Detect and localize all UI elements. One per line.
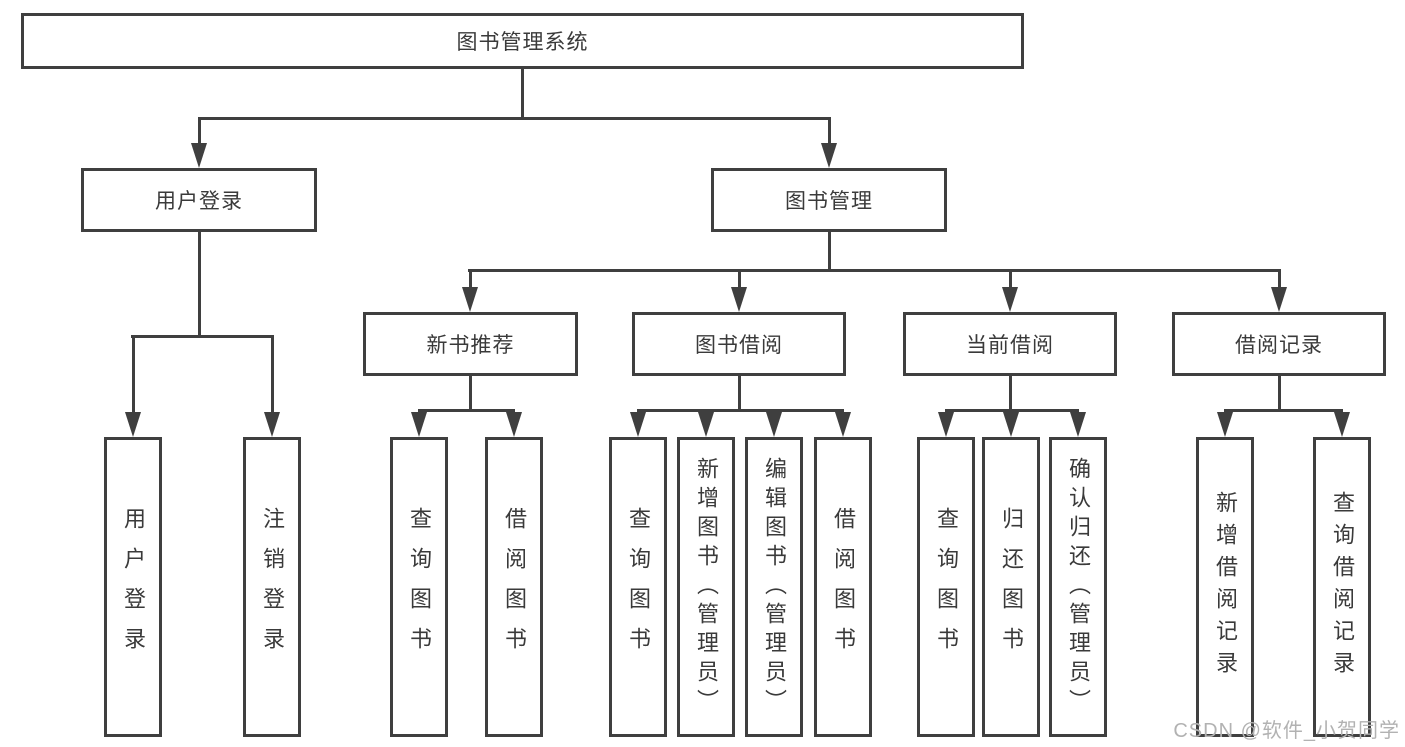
arrowhead-down-icon [766, 412, 782, 437]
arrowhead-down-icon [1070, 412, 1086, 437]
connector-line [520, 69, 524, 120]
connector-line [1008, 376, 1012, 412]
node-borrow-record: 借阅记录 [1172, 312, 1386, 376]
connector-line [945, 408, 1079, 412]
arrowhead-down-icon [264, 412, 280, 437]
leaf-query-books-recommend: 查询图书 [390, 437, 448, 737]
connector-line [197, 232, 201, 338]
leaf-label: 借阅图书 [831, 507, 856, 667]
connector-line [418, 408, 515, 412]
connector-line [197, 118, 201, 146]
arrowhead-down-icon [1334, 412, 1350, 437]
connector-line [637, 408, 844, 412]
leaf-query-books-current: 查询图书 [917, 437, 975, 737]
connector-line [827, 232, 831, 272]
leaf-label: 查询图书 [934, 507, 959, 667]
leaf-borrow-books-borrow: 借阅图书 [814, 437, 872, 737]
arrowhead-down-icon [1003, 412, 1019, 437]
arrowhead-down-icon [821, 143, 837, 168]
leaf-label: 归还图书 [999, 507, 1024, 667]
leaf-confirm-return-admin: 确认归还（管理员） [1049, 437, 1107, 737]
arrowhead-down-icon [506, 412, 522, 437]
node-label: 图书管理系统 [456, 31, 589, 54]
connector-line [131, 336, 135, 414]
arrowhead-down-icon [1002, 287, 1018, 312]
arrowhead-down-icon [630, 412, 646, 437]
leaf-user-login: 用户登录 [104, 437, 162, 737]
node-book-management: 图书管理 [711, 168, 947, 232]
leaf-label: 查询图书 [626, 507, 651, 667]
arrowhead-down-icon [1217, 412, 1233, 437]
node-label: 借阅记录 [1235, 334, 1323, 357]
connector-line [1277, 270, 1281, 289]
leaf-label: 查询图书 [407, 507, 432, 667]
connector-line [468, 376, 472, 412]
leaf-label: 注销登录 [260, 507, 285, 667]
node-user-login: 用户登录 [81, 168, 317, 232]
arrowhead-down-icon [938, 412, 954, 437]
node-current-borrow: 当前借阅 [903, 312, 1117, 376]
leaf-label: 新增借阅记录 [1213, 491, 1238, 683]
node-label: 当前借阅 [966, 334, 1054, 357]
node-library-management-system: 图书管理系统 [21, 13, 1024, 69]
connector-line [131, 334, 274, 338]
arrowhead-down-icon [835, 412, 851, 437]
connector-line [1277, 376, 1281, 412]
leaf-add-books-admin: 新增图书（管理员） [677, 437, 735, 737]
node-label: 图书管理 [785, 190, 873, 213]
leaf-borrow-books-recommend: 借阅图书 [485, 437, 543, 737]
arrowhead-down-icon [698, 412, 714, 437]
leaf-logout: 注销登录 [243, 437, 301, 737]
connector-line [737, 270, 741, 289]
connector-line [270, 336, 274, 414]
connector-line [468, 270, 472, 289]
arrowhead-down-icon [411, 412, 427, 437]
leaf-return-books: 归还图书 [982, 437, 1040, 737]
arrowhead-down-icon [191, 143, 207, 168]
connector-line [737, 376, 741, 412]
node-label: 新书推荐 [426, 334, 515, 357]
connector-line [198, 116, 831, 120]
leaf-label: 借阅图书 [502, 507, 527, 667]
node-new-book-recommend: 新书推荐 [363, 312, 578, 376]
leaf-label: 用户登录 [121, 507, 146, 667]
node-book-borrow: 图书借阅 [632, 312, 846, 376]
leaf-label: 确认归还（管理员） [1066, 456, 1091, 718]
arrowhead-down-icon [731, 287, 747, 312]
connector-line [468, 268, 1281, 272]
node-label: 图书借阅 [695, 334, 783, 357]
connector-line [827, 118, 831, 146]
arrowhead-down-icon [125, 412, 141, 437]
connector-line [1224, 408, 1343, 412]
node-label: 用户登录 [155, 190, 243, 213]
arrowhead-down-icon [1271, 287, 1287, 312]
leaf-label: 编辑图书（管理员） [762, 456, 787, 718]
leaf-add-borrow-record: 新增借阅记录 [1196, 437, 1254, 737]
leaf-label: 查询借阅记录 [1330, 491, 1355, 683]
leaf-label: 新增图书（管理员） [694, 456, 719, 718]
leaf-edit-books-admin: 编辑图书（管理员） [745, 437, 803, 737]
connector-line [1008, 270, 1012, 289]
arrowhead-down-icon [462, 287, 478, 312]
leaf-query-books-borrow: 查询图书 [609, 437, 667, 737]
csdn-watermark: CSDN @软件_小贺同学 [1173, 720, 1400, 742]
leaf-query-borrow-record: 查询借阅记录 [1313, 437, 1371, 737]
